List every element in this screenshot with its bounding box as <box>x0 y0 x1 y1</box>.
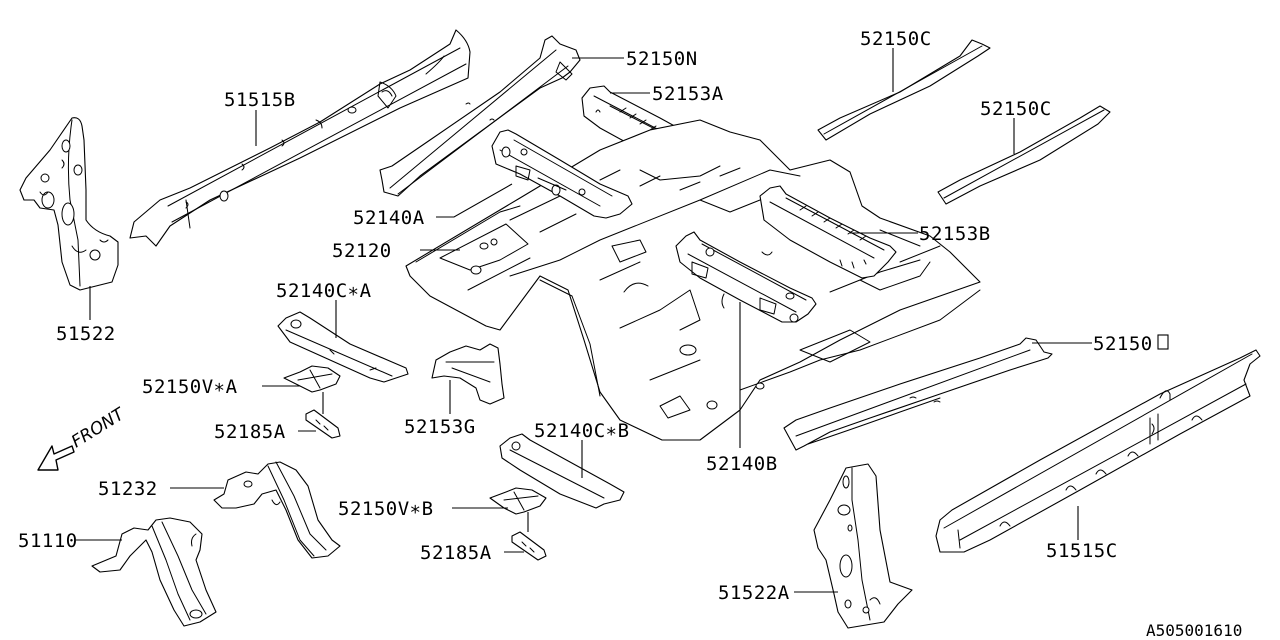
label-52150N[interactable]: 52150N <box>626 48 698 70</box>
label-51515C[interactable]: 51515C <box>1046 540 1118 562</box>
part-52140CB-drawing[interactable] <box>499 433 625 509</box>
catalog-code: A505001610 <box>1146 621 1242 640</box>
label-52140B[interactable]: 52140B <box>706 453 778 475</box>
label-52120[interactable]: 52120 <box>332 240 392 262</box>
part-52140B-drawing[interactable] <box>675 231 817 323</box>
part-52185A-lower-drawing[interactable] <box>511 531 547 561</box>
label-52150VA[interactable]: 52150V∗A <box>142 376 238 398</box>
part-52120-floor-pan-drawing[interactable] <box>405 119 981 441</box>
part-52153G-drawing[interactable] <box>431 343 505 405</box>
label-52140A[interactable]: 52140A <box>353 207 425 229</box>
label-51515B[interactable]: 51515B <box>224 89 296 111</box>
part-52150VA-drawing[interactable] <box>283 365 341 393</box>
part-51110-drawing[interactable] <box>91 517 217 627</box>
part-52150D-drawing[interactable] <box>783 337 1053 451</box>
front-arrow-icon <box>37 445 75 471</box>
front-direction-arrow: FRONT <box>37 404 129 471</box>
label-52140CB[interactable]: 52140C∗B <box>534 420 630 442</box>
part-52150N-drawing[interactable] <box>379 35 581 197</box>
part-52153B-drawing[interactable] <box>759 185 897 279</box>
label-52153A[interactable]: 52153A <box>652 83 724 105</box>
leader-52140A <box>436 183 513 218</box>
label-52150C-upper[interactable]: 52150C <box>860 28 932 50</box>
front-label: FRONT <box>68 404 129 453</box>
label-51522A[interactable]: 51522A <box>718 582 790 604</box>
label-52140CA[interactable]: 52140C∗A <box>276 280 372 302</box>
label-51522[interactable]: 51522 <box>56 323 116 345</box>
part-52150C-upper-drawing[interactable] <box>817 39 991 141</box>
label-52150D-boxed-glyph <box>1157 334 1169 350</box>
part-51515B-drawing[interactable] <box>129 29 471 247</box>
part-52150C-lower-drawing[interactable] <box>937 105 1111 205</box>
label-51232[interactable]: 51232 <box>98 478 158 500</box>
label-52153B[interactable]: 52153B <box>919 223 991 245</box>
label-52150D: 52150 <box>1093 333 1153 355</box>
part-52185A-upper-drawing[interactable] <box>305 409 341 439</box>
part-52140A-drawing[interactable] <box>491 129 633 219</box>
part-52140CA-drawing[interactable] <box>277 311 409 383</box>
label-52153G[interactable]: 52153G <box>404 416 476 438</box>
part-51232-drawing[interactable] <box>213 461 341 559</box>
part-51522A-drawing[interactable] <box>813 463 913 629</box>
label-51110[interactable]: 51110 <box>18 530 78 552</box>
part-51522-drawing[interactable] <box>19 117 119 291</box>
part-51515C-drawing[interactable] <box>935 349 1261 553</box>
part-52150VB-drawing[interactable] <box>489 487 547 515</box>
label-52150VB[interactable]: 52150V∗B <box>338 498 434 520</box>
label-52185A-upper[interactable]: 52185A <box>214 421 286 443</box>
label-52150C-lower[interactable]: 52150C <box>980 98 1052 120</box>
label-52185A-lower[interactable]: 52185A <box>420 542 492 564</box>
